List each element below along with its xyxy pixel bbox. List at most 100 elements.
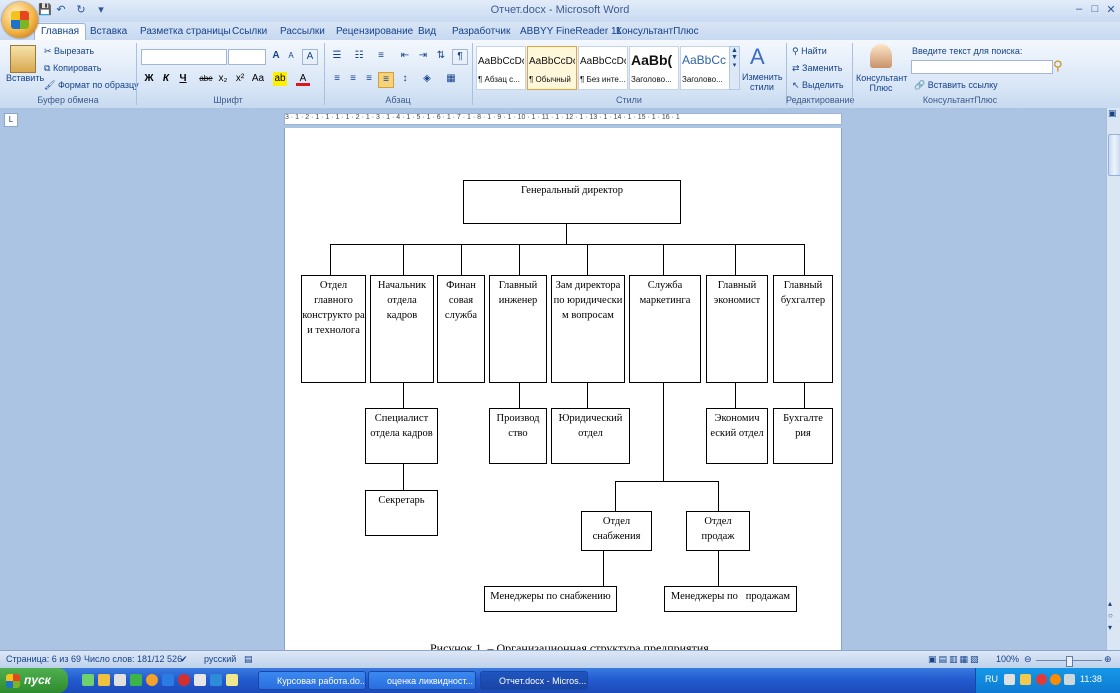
language-indicator[interactable]: RU: [985, 674, 998, 684]
browse-buttons[interactable]: ▴○▾: [1108, 599, 1113, 632]
cut-button[interactable]: ✂ Вырезать: [44, 46, 95, 56]
tab-review[interactable]: Рецензирование: [336, 26, 414, 37]
paste-button[interactable]: Вставить: [6, 73, 45, 83]
styles-scroll[interactable]: ▲▼▾: [729, 46, 740, 90]
task-coursework[interactable]: Курсовая работа.do...: [258, 671, 366, 690]
task-report[interactable]: Отчет.docx - Micros...: [480, 671, 588, 690]
quick-launch-icon[interactable]: [194, 674, 206, 686]
paste-icon[interactable]: [10, 45, 36, 73]
clock[interactable]: 11:38: [1080, 674, 1102, 684]
multilevel-list-icon[interactable]: ≡: [378, 50, 384, 61]
subscript-button[interactable]: x₂: [218, 73, 228, 84]
sort-icon[interactable]: ⇅: [436, 50, 446, 61]
undo-icon[interactable]: ↶: [56, 4, 66, 16]
zoom-in-icon[interactable]: ⊕: [1104, 654, 1112, 664]
quick-launch-icon[interactable]: [82, 674, 94, 686]
select-button[interactable]: ↖ Выделить: [792, 80, 844, 90]
maximize-button[interactable]: □: [1091, 3, 1099, 15]
superscript-button[interactable]: x²: [235, 73, 245, 84]
zoom-level[interactable]: 100%: [996, 654, 1020, 664]
zoom-out-icon[interactable]: ⊖: [1024, 654, 1032, 664]
tray-icon[interactable]: [1004, 674, 1015, 685]
replace-button[interactable]: ⇄ Заменить: [792, 63, 843, 73]
font-color-button[interactable]: A: [296, 72, 310, 86]
tray-icon[interactable]: [1050, 674, 1061, 685]
redo-icon[interactable]: ↻: [76, 4, 86, 16]
ruler-toggle-icon[interactable]: ▣: [1108, 108, 1117, 118]
tab-home[interactable]: Главная: [34, 23, 87, 40]
style-paragraph-list[interactable]: AaBbCcDc¶ Абзац с...: [476, 46, 526, 90]
page-count[interactable]: Страница: 6 из 69: [6, 654, 81, 664]
align-left-icon[interactable]: ≡: [334, 73, 340, 84]
save-icon[interactable]: 💾: [38, 4, 52, 16]
tab-view[interactable]: Вид: [418, 26, 437, 37]
tab-abbyy[interactable]: ABBYY FineReader 11: [520, 26, 622, 37]
underline-button[interactable]: Ч: [179, 73, 187, 84]
tab-stop-icon[interactable]: L: [4, 113, 18, 127]
align-center-icon[interactable]: ≡: [350, 73, 356, 84]
change-styles-button[interactable]: Изменить стили: [742, 72, 783, 92]
quick-launch-icon[interactable]: [130, 674, 142, 686]
change-case-button[interactable]: Aa: [251, 73, 265, 84]
start-button[interactable]: пуск: [0, 668, 68, 693]
search-icon[interactable]: ⚲: [1053, 58, 1063, 73]
borders-icon[interactable]: ▦: [446, 73, 456, 84]
style-normal[interactable]: AaBbCcDc¶ Обычный: [527, 46, 577, 90]
style-heading-1[interactable]: AaBb(Заголово...: [629, 46, 679, 90]
quick-launch-icon[interactable]: [98, 674, 110, 686]
show-marks-button[interactable]: ¶: [452, 49, 468, 65]
language-indicator[interactable]: русский: [204, 654, 237, 664]
align-right-icon[interactable]: ≡: [366, 73, 372, 84]
grow-font-button[interactable]: A: [272, 50, 280, 61]
insert-link-button[interactable]: 🔗 Вставить ссылку: [914, 80, 998, 90]
highlight-button[interactable]: ab: [273, 72, 287, 86]
bold-button[interactable]: Ж: [144, 73, 154, 84]
speaker-icon[interactable]: [1064, 674, 1075, 685]
tab-consultant[interactable]: КонсультантПлюс: [616, 26, 699, 37]
tab-references[interactable]: Ссылки: [232, 26, 268, 37]
bullets-icon[interactable]: ☰: [332, 50, 342, 61]
font-size-combo[interactable]: [228, 49, 266, 65]
align-justify-icon[interactable]: ≡: [378, 72, 394, 88]
close-button[interactable]: ✕: [1106, 4, 1116, 16]
quick-launch-icon[interactable]: [146, 674, 158, 686]
quick-access-more-icon[interactable]: ▾: [98, 4, 104, 16]
quick-launch-icon[interactable]: [162, 674, 174, 686]
italic-button[interactable]: К: [162, 73, 170, 84]
decrease-indent-icon[interactable]: ⇤: [400, 50, 410, 61]
tab-mailings[interactable]: Рассылки: [280, 26, 325, 37]
numbering-icon[interactable]: ☷: [354, 50, 364, 61]
find-button[interactable]: ⚲ Найти: [792, 46, 827, 56]
zoom-slider-thumb[interactable]: [1066, 656, 1073, 667]
quick-launch-icon[interactable]: [210, 674, 222, 686]
macro-record-icon[interactable]: ▤: [244, 654, 253, 664]
clear-format-button[interactable]: A: [302, 49, 318, 65]
consultant-search-input[interactable]: [911, 60, 1053, 74]
quick-launch-icon[interactable]: [114, 674, 126, 686]
font-name-combo[interactable]: [141, 49, 227, 65]
document-page[interactable]: Генеральный директор Отдел главного конс…: [284, 128, 842, 668]
office-button[interactable]: [2, 2, 38, 38]
quick-launch-icon[interactable]: [178, 674, 190, 686]
minimize-button[interactable]: –: [1075, 3, 1083, 15]
tab-developer[interactable]: Разработчик: [452, 26, 511, 37]
tab-insert[interactable]: Вставка: [90, 26, 128, 37]
vertical-scrollbar[interactable]: [1106, 108, 1120, 650]
spellcheck-icon[interactable]: ✔: [180, 654, 188, 664]
increase-indent-icon[interactable]: ⇥: [418, 50, 428, 61]
tab-page-layout[interactable]: Разметка страницы: [140, 26, 231, 37]
tray-icon[interactable]: [1020, 674, 1031, 685]
view-buttons[interactable]: ▣▤▥▦▧: [928, 654, 981, 664]
scroll-thumb[interactable]: [1108, 134, 1120, 176]
shading-icon[interactable]: ◈: [423, 73, 431, 84]
style-no-spacing[interactable]: AaBbCcDc¶ Без инте...: [578, 46, 628, 90]
word-count[interactable]: Число слов: 181/12 526: [84, 654, 183, 664]
consultant-button[interactable]: Консультант Плюс: [856, 73, 908, 93]
copy-button[interactable]: ⧉ Копировать: [44, 63, 102, 73]
shrink-font-button[interactable]: A: [288, 51, 294, 60]
horizontal-ruler[interactable]: 3 · 1 · 2 · 1 · 1 · 1 · 1 · 2 · 1 · 3 · …: [284, 113, 842, 125]
task-liquidity[interactable]: оценка ликвидност...: [368, 671, 476, 690]
tray-icon[interactable]: [1036, 674, 1047, 685]
strikethrough-button[interactable]: abe: [199, 74, 213, 83]
